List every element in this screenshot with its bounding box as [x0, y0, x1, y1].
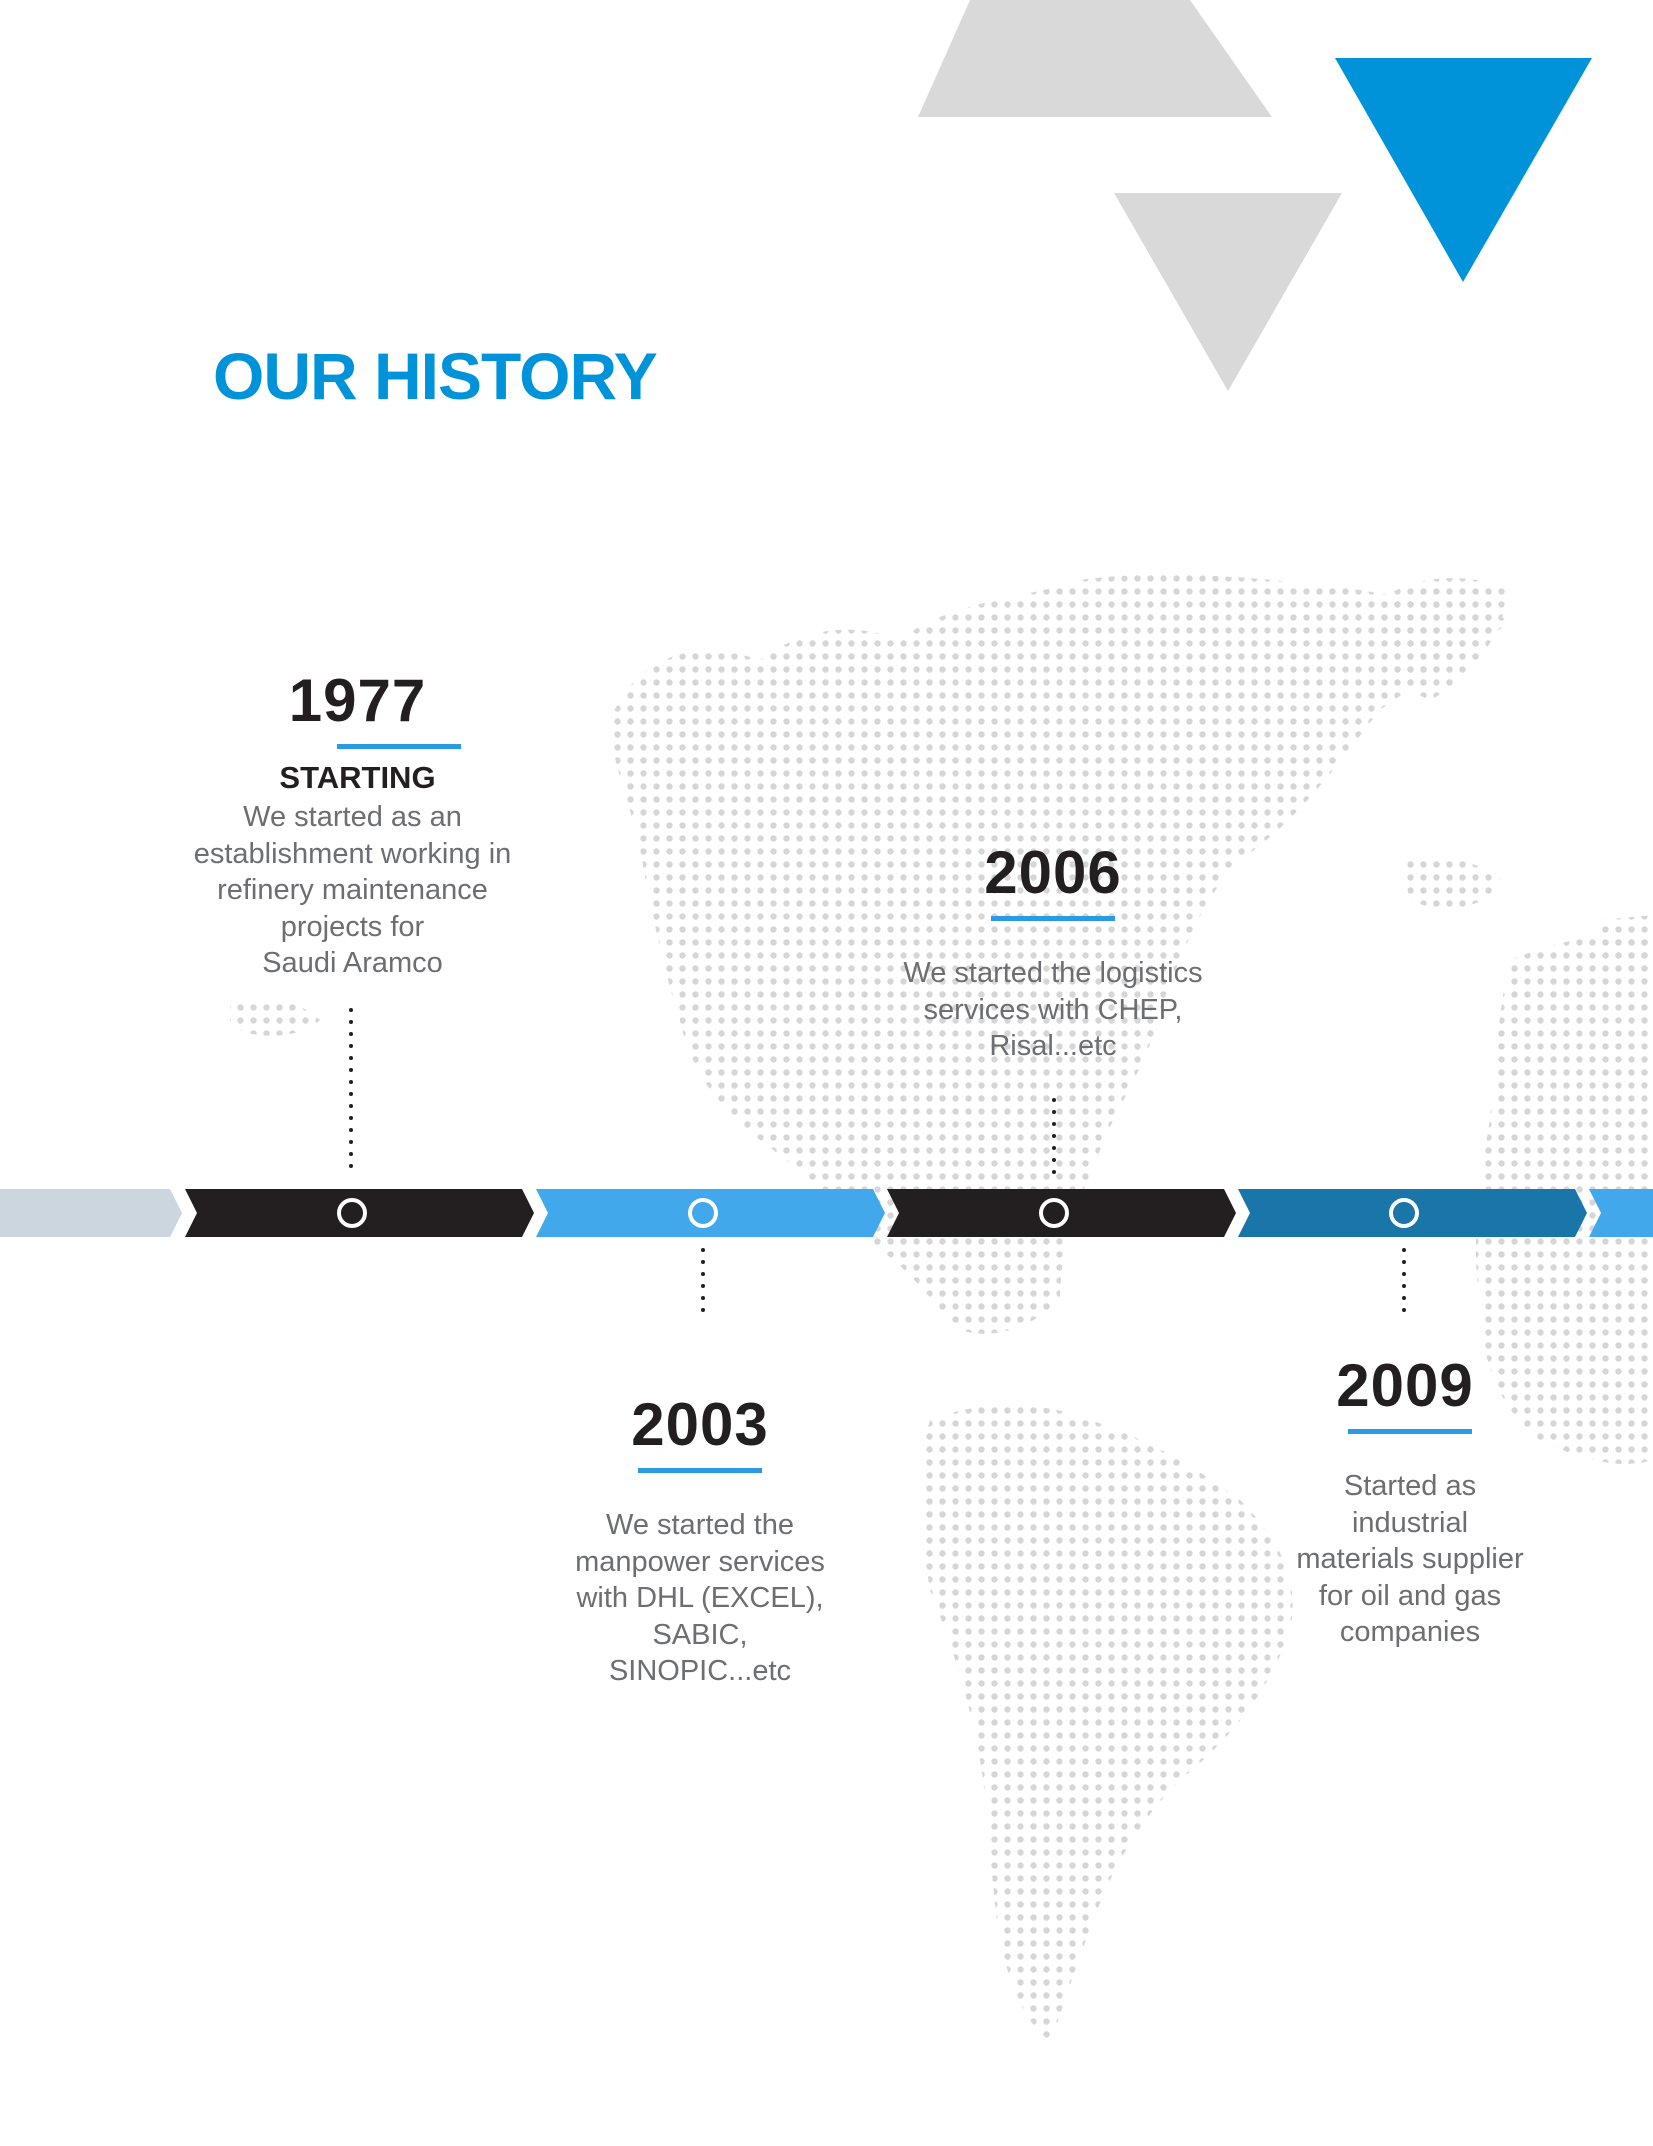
timeline-segment-lead — [0, 1189, 182, 1237]
gray-triangle-top — [918, 0, 1272, 117]
milestone-subtitle: STARTING — [279, 760, 436, 795]
milestone-description: We started the manpower services with DH… — [575, 1509, 825, 1687]
blue-triangle — [1335, 58, 1592, 282]
milestone-year: 1977 — [288, 667, 427, 734]
timeline-segment-tail — [1589, 1189, 1653, 1237]
marker-2009 — [1389, 1198, 1419, 1228]
milestone-1977: 1977 STARTING We started as an establish… — [150, 668, 555, 982]
timeline-segment-2003 — [536, 1189, 885, 1237]
milestone-description: We started the logistics services with C… — [903, 957, 1203, 1062]
marker-2003 — [688, 1198, 718, 1228]
timeline-segment-2009 — [1238, 1189, 1587, 1237]
milestone-2009: 2009 Started as industrial materials sup… — [1263, 1353, 1557, 1651]
map-south-america — [920, 1405, 1293, 2040]
milestone-description: Started as industrial materials supplier… — [1296, 1470, 1524, 1648]
page-title: OUR HISTORY — [213, 339, 658, 413]
marker-1977 — [337, 1198, 367, 1228]
milestone-year: 2003 — [631, 1391, 769, 1458]
gray-triangle-bottom — [1114, 193, 1342, 391]
milestone-2003: 2003 We started the manpower services wi… — [550, 1392, 850, 1690]
marker-2006 — [1039, 1198, 1069, 1228]
timeline-segment-1977 — [185, 1189, 534, 1237]
milestone-year: 2006 — [984, 839, 1122, 906]
timeline-segment-2006 — [887, 1189, 1236, 1237]
milestone-2006: 2006 We started the logistics services w… — [873, 840, 1233, 1065]
milestone-rule — [991, 916, 1115, 921]
milestone-rule — [337, 744, 461, 749]
map-greenland — [1380, 578, 1510, 700]
milestone-rule — [638, 1468, 762, 1473]
map-north-america — [610, 574, 1510, 1334]
milestone-rule — [1348, 1429, 1472, 1434]
milestone-year: 2009 — [1336, 1352, 1474, 1419]
milestone-description: We started as an establishment working i… — [193, 801, 512, 979]
